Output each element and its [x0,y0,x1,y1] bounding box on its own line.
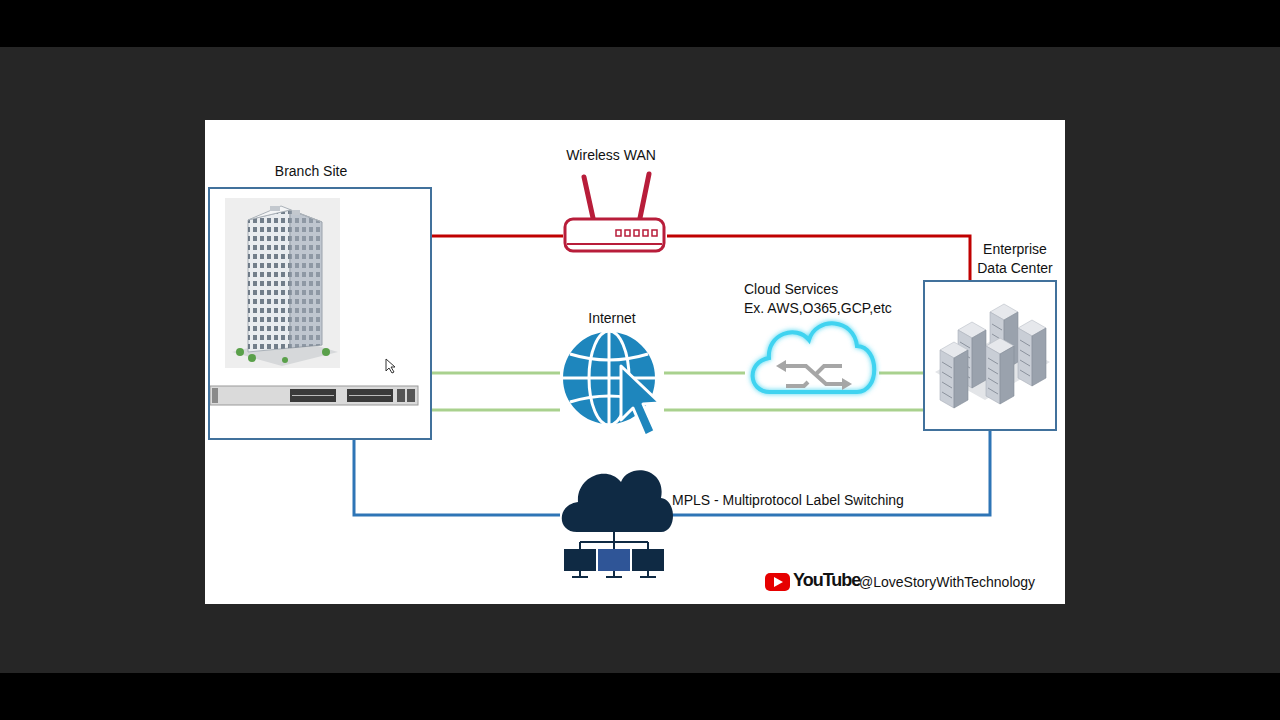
link-line [432,235,563,238]
router-icon-part [652,230,657,236]
building-illustration-part [248,210,290,352]
server-racks-part [986,338,1014,404]
cloud-services-icon-part [816,366,842,374]
network-node: MPLS - Multiprotocol Label Switching [560,463,668,580]
mouse-cursor [386,359,395,373]
node-label: Wireless WAN [531,146,691,165]
building-illustration-part [225,198,340,368]
router-icon-part [640,174,649,218]
router-icon-part [625,230,630,236]
switch-illustration-part [292,395,391,396]
link-line [432,409,560,412]
mpls-cloud-icon-part [632,549,664,571]
network-node: Branch Site [208,187,432,440]
switch-illustration-part [397,389,405,402]
link-line [879,372,923,375]
building-illustration-part [236,348,244,356]
router-icon [565,174,664,251]
switch-illustration-part [407,389,415,402]
router-icon-part [634,230,639,236]
router-icon-part [616,230,621,236]
server-racks-part [940,342,968,408]
mpls-cloud-icon-part [572,571,656,577]
building-illustration-part [248,206,322,222]
globe-icon-part [621,366,660,436]
server-racks [935,304,1050,408]
globe-icon [562,331,660,436]
cloud-services-icon-part [776,360,786,372]
node-label: Internet [542,309,682,328]
link-line [668,431,990,515]
mpls-cloud-icon-part [564,549,596,571]
youtube-logo-part [765,573,790,591]
router-icon-part [584,177,593,218]
network-node: Cloud ServicesEx. AWS,O365,GCP,etc [745,316,879,396]
building-illustration-part [290,210,322,348]
mouse-cursor-part [386,359,395,373]
mpls-cloud-icon-part [580,532,648,549]
node-label: Cloud Services [744,280,838,299]
network-node: Enterprise Data Center [923,280,1057,431]
node-label: MPLS - Multiprotocol Label Switching [672,491,904,510]
link-line [354,440,560,515]
router-icon-part [567,243,662,245]
cloud-services-icon-part [786,366,842,384]
building-illustration-part [292,210,300,215]
building-illustration-part [282,357,288,363]
mpls-cloud-icon [562,470,673,577]
mpls-cloud-icon-part [562,470,673,532]
cloud-services-icon-part [842,378,852,390]
node-label: Enterprise Data Center [969,240,1061,278]
building-illustration-part [248,210,290,352]
building-illustration-part [290,210,322,348]
router-icon-part [643,230,648,236]
network-node: Internet [560,330,664,436]
link-line [664,409,923,412]
router-icon-part [565,219,664,251]
black-bar [0,0,1280,47]
link-line [432,372,560,375]
link-line [667,236,970,280]
switch-illustration-part [212,388,218,403]
link-line [664,372,745,375]
building-illustration-part [322,348,330,356]
cloud-services-icon-part [753,323,875,392]
brand-text: YouTube [793,571,860,590]
black-bar [0,673,1280,720]
node-label: Branch Site [241,162,381,181]
node-label: Ex. AWS,O365,GCP,etc [744,299,892,318]
switch-illustration-part [210,386,418,405]
building-illustration-part [248,354,256,362]
channel-handle: @LoveStoryWithTechnology [859,573,1035,592]
switch-illustration [210,386,418,405]
network-node: Wireless WAN [563,170,667,254]
cloud-services-icon [753,323,875,392]
mpls-cloud-icon-part [598,549,630,571]
building-illustration [225,198,340,368]
cloud-services-icon-part [786,382,808,386]
globe-icon-part [562,377,656,380]
youtube-logo [765,573,790,591]
building-illustration-part [270,206,280,211]
youtube-logo-part [774,577,783,587]
server-racks-part [1018,320,1046,386]
